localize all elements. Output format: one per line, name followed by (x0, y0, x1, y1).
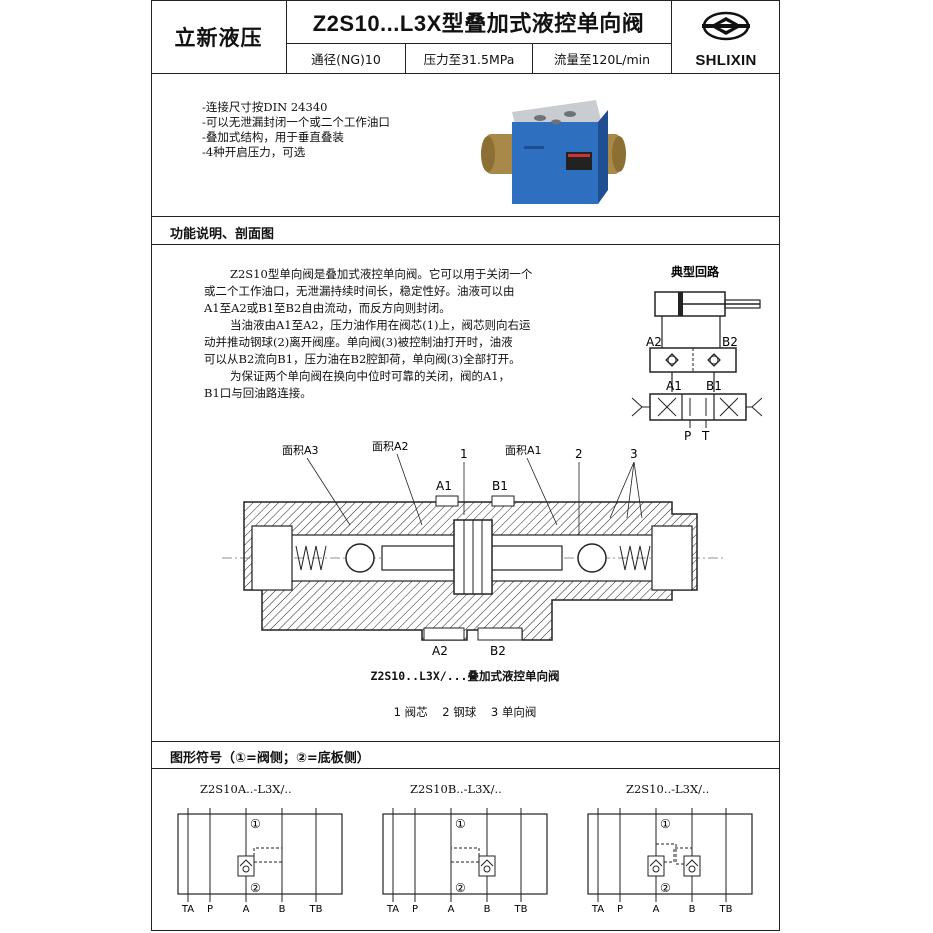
section-port-b2: B2 (490, 644, 506, 658)
description-line: 动并推动钢球(2)离开阀座。单向阀(3)被控制油打开时，油液 (204, 335, 513, 349)
circuit-port-b1: B1 (706, 379, 722, 393)
circle-2: ② (250, 881, 261, 895)
circle-1: ① (455, 817, 466, 831)
port-a: A (653, 904, 660, 915)
callout-2: 2 (575, 447, 583, 461)
feature-item: -可以无泄漏封闭一个或二个工作油口 (202, 115, 390, 129)
hydraulic-symbol-a: ① ② TA P A B TB (177, 808, 343, 915)
page-frame (151, 0, 780, 931)
circuit-port-a1: A1 (666, 379, 682, 393)
section-port-a1: A1 (436, 479, 452, 493)
callout-1: 1 (460, 447, 468, 461)
section-title-symbols: 图形符号（①=阀侧；②=底板侧） (170, 751, 370, 766)
feature-item: -4种开启压力，可选 (202, 145, 306, 159)
callout-area-a3: 面积A3 (282, 444, 319, 457)
callout-area-a1: 面积A1 (505, 444, 542, 457)
rule-function-bottom (151, 244, 780, 245)
section-title-function: 功能说明、剖面图 (170, 227, 275, 242)
symbol-label-ab: Z2S10..-L3X/.. (626, 782, 710, 796)
circle-1: ① (660, 817, 671, 831)
port-tb: TB (309, 904, 323, 915)
port-p: P (412, 904, 418, 915)
port-p: P (617, 904, 623, 915)
cross-section-drawing: 面积A3 面积A2 1 面积A1 2 3 A1 B1 A2 B2 (222, 440, 726, 658)
hydraulic-symbol-b: ① ② TA P A B TB (382, 808, 548, 915)
circle-2: ② (455, 881, 466, 895)
rule-function-top (151, 216, 780, 217)
description-line: Z2S10型单向阀是叠加式液控单向阀。它可以用于关闭一个 (230, 267, 533, 281)
logo-divider (671, 0, 672, 73)
logo-text: SHLIXIN (695, 52, 757, 69)
section-port-a2: A2 (432, 644, 448, 658)
symbol-label-a: Z2S10A..-L3X/.. (200, 782, 292, 796)
hydraulic-symbol-ab: ① ② TA P A B TB (587, 808, 753, 915)
spec-size: 通径(NG)10 (311, 51, 381, 67)
feature-list: -连接尺寸按DIN 24340 -可以无泄漏封闭一个或二个工作油口 -叠加式结构… (202, 100, 390, 160)
description-line: 当油液由A1至A2，压力油作用在阀芯(1)上，阀芯则向右运 (230, 318, 531, 332)
circuit-port-b2: B2 (722, 335, 738, 349)
port-p: P (207, 904, 213, 915)
spec-flow: 流量至120L/min (553, 51, 651, 67)
circle-2: ② (660, 881, 671, 895)
callout-area-a2: 面积A2 (372, 440, 409, 453)
rule-symbols-top (151, 741, 780, 742)
spec-pressure: 压力至31.5MPa (423, 51, 515, 67)
circuit-port-a2: A2 (646, 335, 662, 349)
description-line: 可以从B2流向B1，压力油在B2腔卸荷，单向阀(3)全部打开。 (204, 352, 521, 366)
section-caption: Z2S10..L3X/...叠加式液控单向阀 (370, 669, 560, 683)
port-ta: TA (386, 904, 399, 915)
circuit-port-t: T (701, 429, 710, 442)
product-photo (481, 100, 626, 204)
port-a: A (448, 904, 455, 915)
circle-1: ① (250, 817, 261, 831)
callout-3: 3 (630, 447, 638, 461)
circuit-title: 典型回路 (671, 264, 720, 279)
spec-divider-1 (405, 43, 406, 73)
typical-circuit-diagram: 典型回路 A2 B2 A1 B1 P T (631, 264, 763, 442)
brand-name: 立新液压 (174, 25, 263, 50)
rule-symbols-bottom (151, 768, 780, 769)
port-ta: TA (181, 904, 194, 915)
page-title: Z2S10...L3X型叠加式液控单向阀 (312, 11, 645, 36)
circuit-port-p: P (684, 429, 691, 442)
spec-divider-2 (532, 43, 533, 73)
description-line: 为保证两个单向阀在换向中位时可靠的关闭，阀的A1， (230, 369, 511, 383)
description-line: A1至A2或B1至B2自由流动，而反方向则封闭。 (204, 301, 451, 315)
company-logo-icon (702, 11, 750, 41)
port-b: B (279, 904, 286, 915)
description-line: 或二个工作油口，无泄漏持续时间长，稳定性好。油液可以由 (204, 284, 515, 298)
port-tb: TB (719, 904, 733, 915)
feature-item: -叠加式结构，用于垂直叠装 (202, 130, 344, 144)
brand-divider (286, 0, 287, 73)
port-tb: TB (514, 904, 528, 915)
port-b: B (484, 904, 491, 915)
section-port-b1: B1 (492, 479, 508, 493)
feature-item: -连接尺寸按DIN 24340 (202, 100, 328, 114)
header-rule (151, 73, 780, 74)
port-b: B (689, 904, 696, 915)
description-line: B1口与回油路连接。 (204, 386, 312, 400)
port-ta: TA (591, 904, 604, 915)
title-rule (287, 43, 672, 44)
port-a: A (243, 904, 250, 915)
symbol-label-b: Z2S10B..-L3X/.. (410, 782, 502, 796)
section-legend: 1 阀芯 2 钢球 3 单向阀 (393, 705, 537, 719)
